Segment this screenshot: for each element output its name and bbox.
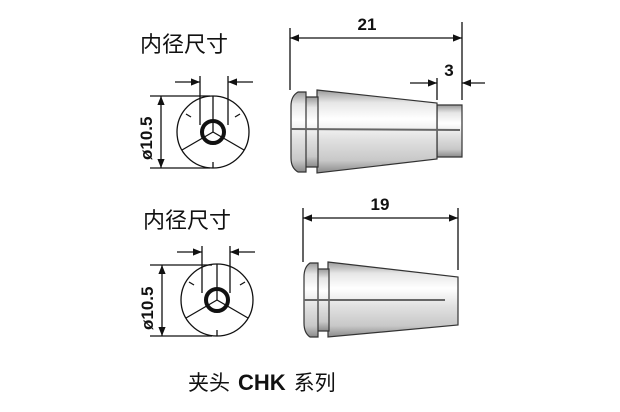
outer-diameter-label: ø10.5 <box>137 117 156 160</box>
bottom-end-view: 内径尺寸 ø10.5 <box>138 209 255 337</box>
inner-diameter-label: 内径尺寸 <box>143 209 231 234</box>
length-label: 21 <box>358 15 377 34</box>
inner-diameter-label: 内径尺寸 <box>140 33 228 58</box>
top-collet-side-view: 21 3 <box>289 15 485 174</box>
bottom-collet-side-view: 19 <box>302 195 459 338</box>
outer-diameter-label: ø10.5 <box>138 287 157 330</box>
length-label: 19 <box>371 195 390 214</box>
shank-length-label: 3 <box>444 61 453 80</box>
top-end-view: 内径尺寸 ø10.5 <box>137 33 253 169</box>
